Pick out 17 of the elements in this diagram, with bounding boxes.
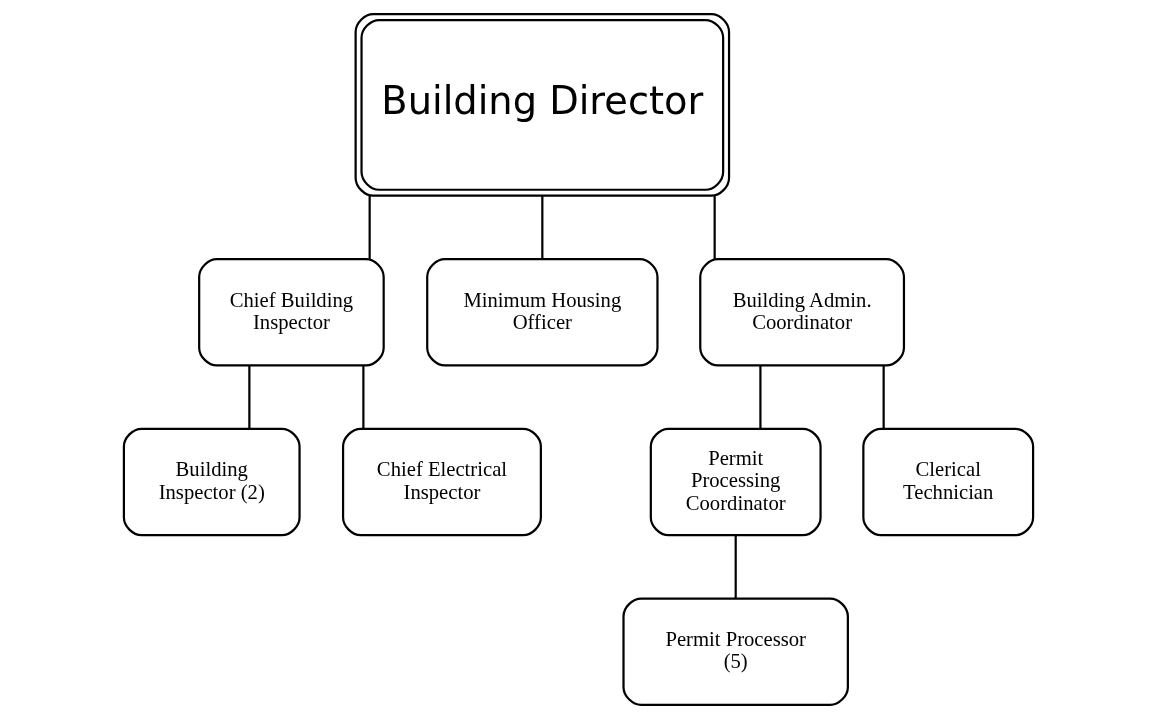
connector: [362, 365, 365, 429]
node-box: Building Admin. Coordinator: [699, 258, 906, 367]
connector: [541, 195, 544, 259]
connector: [368, 195, 371, 259]
connector: [734, 535, 737, 599]
node-box: Building Director: [354, 13, 731, 197]
node-box: Permit Processing Coordinator: [649, 427, 822, 537]
node-box: Minimum Housing Officer: [426, 258, 659, 367]
node-box: Chief Electrical Inspector: [341, 427, 542, 537]
node-box: Chief Building Inspector: [198, 258, 385, 367]
connector: [759, 365, 762, 429]
node-box: Building Inspector (2): [122, 427, 301, 537]
connector: [882, 365, 885, 429]
node-box: Clerical Technician: [862, 427, 1035, 537]
connector: [713, 195, 716, 259]
node-box: Permit Processor (5): [622, 597, 849, 706]
connector: [248, 365, 251, 429]
